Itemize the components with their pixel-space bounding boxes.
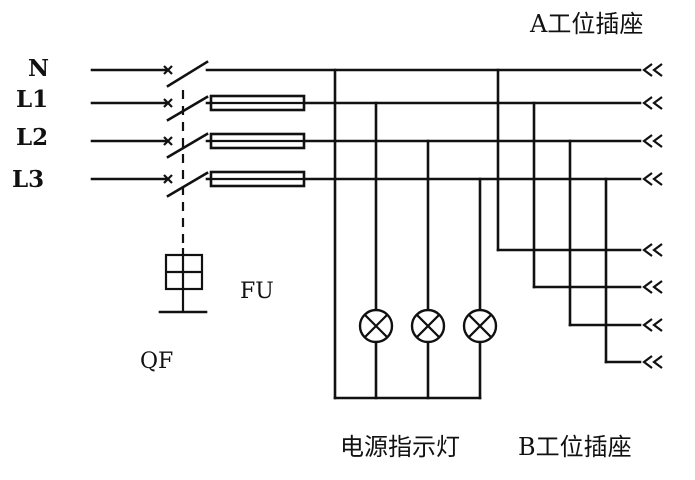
label-phase-n: N [28,55,49,82]
fuse-section [205,68,642,188]
workstation-b-branch [496,68,642,364]
label-breaker: QF [140,349,173,374]
lamp-icon [358,308,394,344]
lamp-icon [462,308,498,344]
sockets-b [642,243,663,369]
breaker-contact-marks [163,65,173,184]
socket-icon [642,134,663,148]
label-indicator-lamps: 电源指示灯 [340,433,460,461]
indicator-lamp-branch [333,68,498,400]
lamp-icon [410,308,446,344]
label-phase-l2: L2 [16,124,48,151]
socket-icon [642,172,663,186]
label-phase-l3: L3 [12,166,44,193]
label-fuse: FU [240,279,274,304]
socket-icon [642,318,663,332]
socket-icon [642,96,663,110]
sockets-a [642,63,663,186]
socket-icon [642,280,663,294]
incoming-lines [90,68,168,181]
breaker-mechanism [158,90,208,314]
socket-icon [642,63,663,77]
socket-icon [642,355,663,369]
label-workstation-b: B工位插座 [518,433,632,461]
label-workstation-a: A工位插座 [529,10,643,38]
label-phase-l1: L1 [16,86,48,113]
breaker-blades [166,60,209,198]
socket-icon [642,243,663,257]
